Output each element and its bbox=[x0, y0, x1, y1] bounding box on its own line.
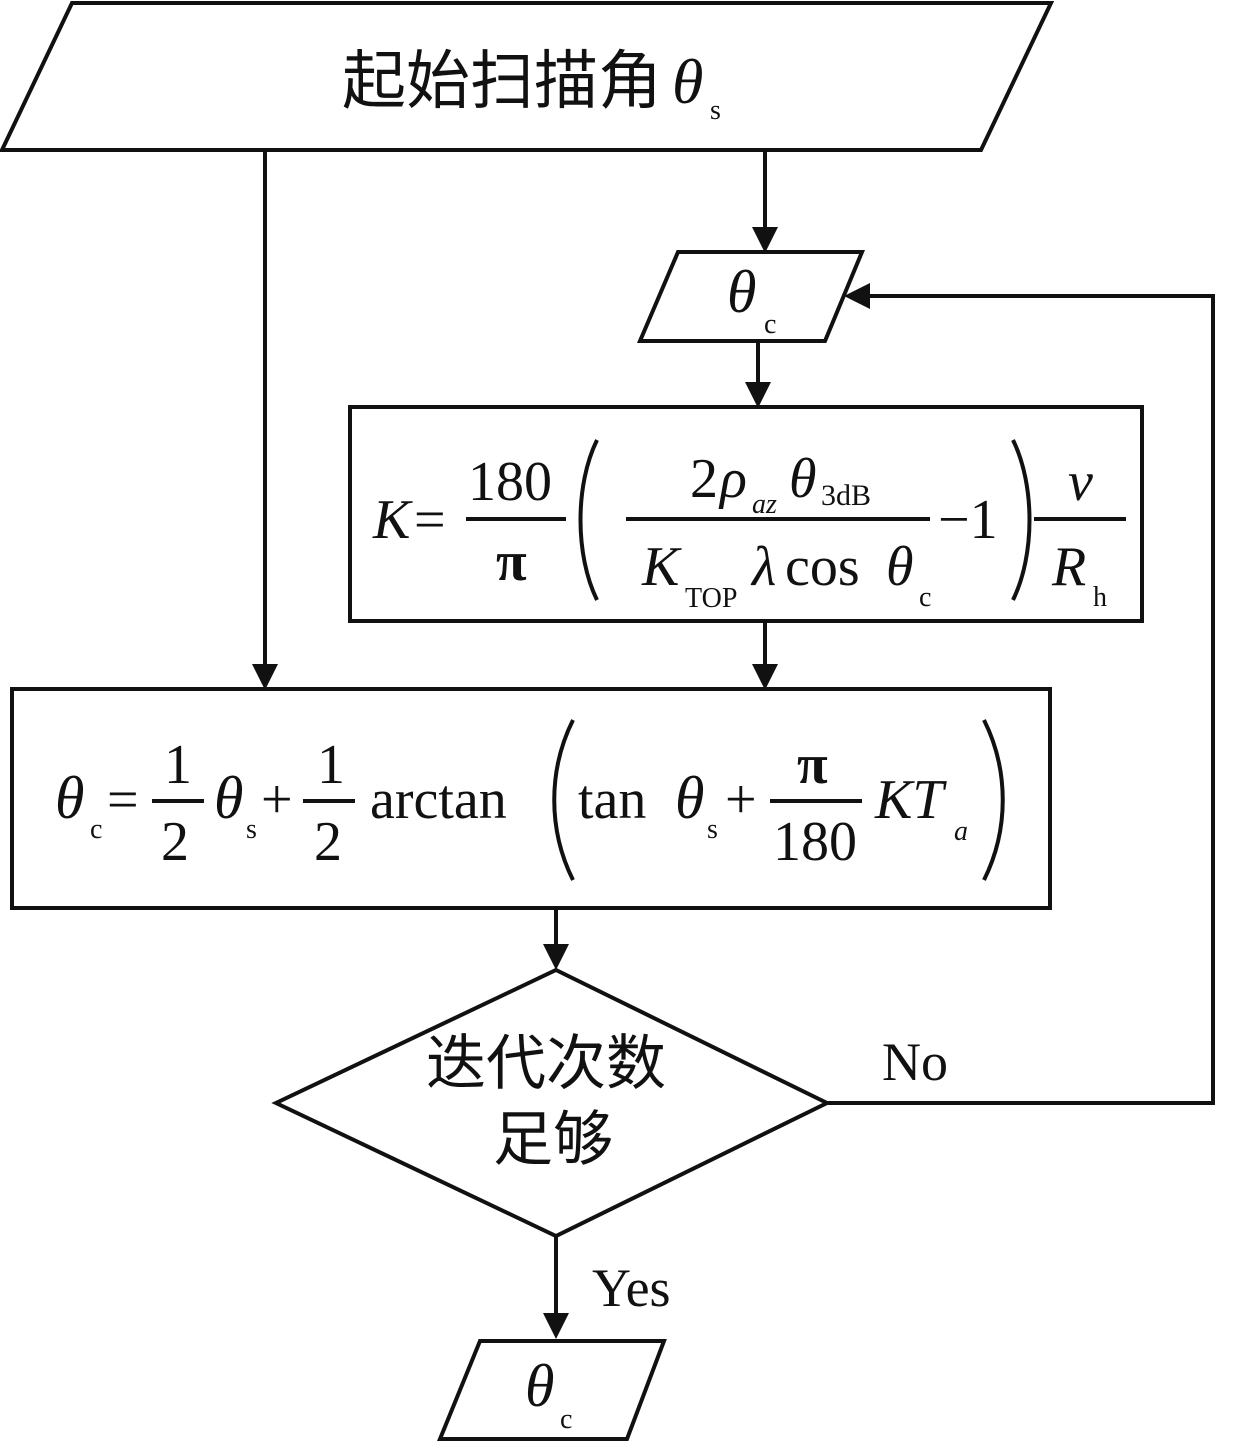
k-num-rho-sub: az bbox=[752, 489, 777, 520]
theta-plus: + bbox=[261, 769, 293, 831]
k-den-k: K bbox=[641, 536, 682, 598]
k-left-paren bbox=[578, 439, 599, 601]
start-input-label: 起始扫描角 bbox=[342, 45, 662, 119]
theta-arctan: arctan bbox=[370, 769, 507, 831]
current-angle-symbol: θ bbox=[727, 259, 756, 325]
k-den-lambda: λ bbox=[750, 536, 776, 598]
yes-arrowhead bbox=[543, 1313, 569, 1339]
theta-s2: θ bbox=[675, 765, 704, 831]
theta-kt: KT bbox=[874, 769, 947, 831]
current-angle-shape bbox=[636, 250, 865, 343]
theta-kt-sub: a bbox=[954, 816, 968, 847]
yes-label: Yes bbox=[592, 1258, 671, 1318]
theta-half2-den: 2 bbox=[314, 811, 342, 873]
k-to-theta-arrowhead bbox=[752, 664, 778, 690]
decision-shape bbox=[271, 967, 832, 1239]
theta-s: θ bbox=[214, 765, 243, 831]
start-to-current-arrowhead bbox=[752, 227, 778, 253]
theta-half-den: 2 bbox=[161, 811, 189, 873]
no-loop-arrowhead bbox=[844, 283, 870, 309]
no-label: No bbox=[882, 1032, 948, 1092]
k-frac1-num: 180 bbox=[468, 451, 552, 513]
theta-s-sub: s bbox=[246, 814, 257, 845]
k-lhs: K bbox=[372, 489, 413, 551]
theta-to-decision-arrowhead bbox=[543, 944, 569, 970]
theta-tan: tan bbox=[578, 769, 646, 831]
output-symbol: θ bbox=[525, 1353, 554, 1419]
theta-lhs: θ bbox=[55, 765, 84, 831]
k-den-theta-sub: c bbox=[919, 582, 931, 613]
k-num-theta-sub: 3dB bbox=[821, 479, 871, 512]
k-frac3-den-sub: h bbox=[1093, 582, 1107, 613]
k-eq: = bbox=[414, 489, 446, 551]
theta-eq: = bbox=[107, 769, 139, 831]
output-subscript: c bbox=[560, 1404, 572, 1435]
k-den-theta: θ bbox=[886, 536, 914, 598]
left-arrowhead bbox=[252, 664, 278, 690]
theta-pi-den: 180 bbox=[773, 811, 857, 873]
current-angle-subscript: c bbox=[764, 309, 776, 340]
k-right-paren bbox=[1011, 439, 1032, 601]
k-num-rho: ρ bbox=[718, 448, 747, 510]
theta-half-num: 1 bbox=[164, 734, 192, 796]
k-num-theta: θ bbox=[789, 448, 817, 510]
current-to-k-arrowhead bbox=[745, 382, 771, 408]
theta-lhs-sub: c bbox=[90, 814, 102, 845]
theta-right-paren bbox=[982, 719, 1005, 881]
start-input-symbol: θ bbox=[672, 46, 703, 117]
k-formula-box bbox=[348, 405, 1144, 623]
decision-line1: 迭代次数 bbox=[426, 1029, 666, 1099]
k-den-cos: cos bbox=[785, 536, 860, 598]
k-frac3-num: v bbox=[1068, 451, 1093, 513]
k-frac3-den: R bbox=[1051, 536, 1086, 598]
theta-pi-num: π bbox=[797, 734, 828, 796]
k-frac1-den: π bbox=[496, 531, 527, 593]
no-loop-connector bbox=[827, 294, 1215, 1105]
theta-s2-sub: s bbox=[707, 814, 718, 845]
k-den-k-sub: TOP bbox=[685, 583, 737, 614]
decision-line2: 足够 bbox=[493, 1105, 613, 1175]
theta-formula-box bbox=[10, 687, 1052, 910]
theta-plus2: + bbox=[725, 769, 757, 831]
output-shape bbox=[437, 1339, 667, 1441]
theta-left-paren bbox=[552, 719, 575, 881]
k-num-two: 2 bbox=[690, 448, 718, 510]
start-input-subscript: s bbox=[710, 95, 721, 126]
start-input-shape bbox=[0, 0, 1055, 152]
theta-half2-num: 1 bbox=[317, 734, 345, 796]
k-minus-one: −1 bbox=[938, 489, 998, 551]
